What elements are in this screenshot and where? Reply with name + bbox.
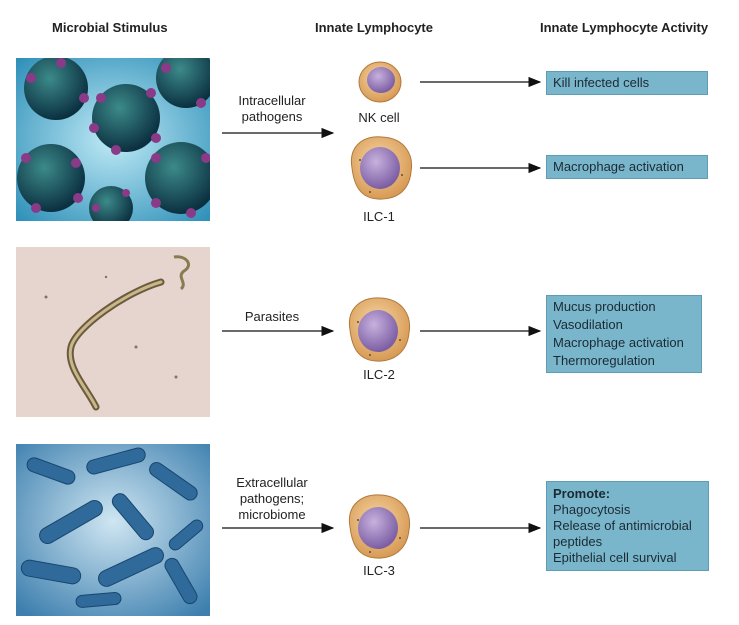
virus-image	[16, 58, 210, 221]
nk-cell-label: NK cell	[358, 110, 400, 125]
parasite-image	[16, 247, 210, 417]
ilc3-cell-icon	[348, 494, 411, 559]
activity-box-nk: Kill infected cells	[546, 71, 708, 95]
activity-box-ilc2: Mucus production Vasodilation Macrophage…	[546, 295, 702, 373]
bacteria-image	[16, 444, 210, 616]
ilc2-cell-icon	[348, 297, 411, 362]
activity-box-ilc1: Macrophage activation	[546, 155, 708, 179]
ilc3-label: ILC-3	[363, 563, 395, 578]
nk-cell-icon	[358, 61, 402, 103]
ilc1-cell-icon	[350, 136, 413, 200]
ilc2-label: ILC-2	[363, 367, 395, 382]
header-innate-lymphocyte: Innate Lymphocyte	[315, 20, 433, 35]
ilc1-label: ILC-1	[363, 209, 395, 224]
header-microbial-stimulus: Microbial Stimulus	[52, 20, 168, 35]
header-lymphocyte-activity: Innate Lymphocyte Activity	[540, 20, 709, 35]
activity-box-ilc3: Promote: Phagocytosis Release of antimic…	[546, 481, 709, 571]
stimulus-parasites: Parasites	[244, 309, 300, 324]
